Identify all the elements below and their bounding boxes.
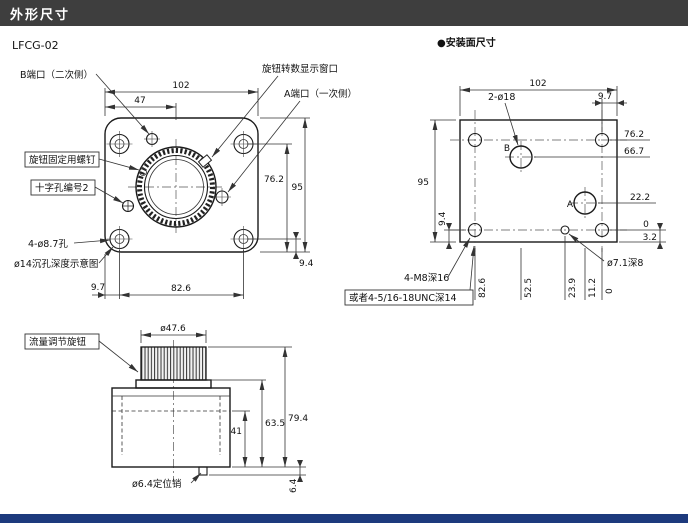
- page-title: 外形尺寸: [10, 7, 71, 23]
- side-view-callouts: 流量调节旋钮 ø6.4定位销: [24, 333, 202, 490]
- callout-counterbore: ø14沉孔深度示意图: [14, 258, 98, 270]
- callout-knob-window: 旋钮转数显示窗口: [262, 63, 338, 75]
- callout-locating-pin: ø6.4定位销: [132, 478, 182, 490]
- port-a-feature: [213, 188, 231, 206]
- callout-port-b: B端口（二次侧）: [20, 69, 93, 81]
- front-view-dimensions: 102 47 95 76.2 9.4 8: [91, 81, 314, 299]
- dim-front-9-7: 9.7: [91, 283, 105, 293]
- tap-hole-bottom-left: [467, 222, 483, 238]
- dim-front-76-2: 76.2: [264, 175, 284, 185]
- callout-knob-set-screw: 旋钮固定用螺钉: [29, 154, 96, 166]
- dim-front-47: 47: [134, 96, 145, 106]
- dim-mount-66-7: 66.7: [624, 147, 644, 157]
- callout-tap-holes: 4-M8深16: [404, 273, 449, 284]
- callout-tap-holes-alt: 或者4-5/16-18UNC深14: [349, 292, 457, 304]
- callout-cross-hole: 十字孔编号2: [35, 182, 89, 194]
- callout-port-a: A端口（一次侧）: [284, 88, 357, 100]
- dim-mount-76-2: 76.2: [624, 130, 644, 140]
- port-a-hole: [573, 191, 597, 215]
- dim-side-79-4: 79.4: [288, 414, 308, 424]
- dim-mount-9-7: 9.7: [598, 92, 612, 102]
- side-view-dimensions: ø47.6 41 63.5 79.4 6.4: [140, 324, 308, 493]
- callout-flow-knob: 流量调节旋钮: [29, 336, 87, 348]
- mounting-view-callouts: 2-ø18 4-M8深16 或者4-5/16-18UNC深14 ø7.1深8: [344, 92, 643, 306]
- dim-front-height: 95: [292, 183, 303, 193]
- front-view: 102 47 95 76.2 9.4 8: [14, 63, 357, 299]
- callout-mount-holes: 4-ø8.7孔: [28, 239, 68, 250]
- dim-mount-x-11-2: 11.2: [588, 278, 598, 298]
- bolt-hole-bottom-left: [106, 226, 133, 252]
- dim-knob-dia: ø47.6: [160, 324, 186, 334]
- bolt-hole-top-left: [106, 131, 133, 157]
- knob-side: [140, 346, 207, 381]
- dim-mount-x-23-9: 23.9: [568, 278, 578, 298]
- knob-set-screw-feature: [139, 168, 147, 176]
- tap-hole-bottom-right: [594, 222, 610, 238]
- cross-hole-feature: [121, 199, 135, 213]
- valve-body: [111, 387, 231, 468]
- port-b-hole: [509, 145, 533, 169]
- port-b-feature: [144, 131, 160, 147]
- dim-mount-height: 95: [418, 178, 429, 188]
- tap-hole-top-left: [467, 132, 483, 148]
- model-label: LFCG-02: [12, 39, 59, 52]
- front-view-callouts: B端口（二次侧） 旋钮转数显示窗口 A端口（一次侧） 旋钮固定用螺钉 十字孔编号…: [14, 63, 357, 270]
- dim-side-41: 41: [231, 427, 242, 437]
- dim-front-width: 102: [172, 81, 189, 91]
- port-a-letter: A: [567, 200, 574, 210]
- dim-side-63-5: 63.5: [265, 419, 285, 429]
- dim-mount-0: 0: [643, 220, 649, 230]
- locating-pin: [198, 466, 208, 476]
- side-view: ø47.6 41 63.5 79.4 6.4 流量调节旋钮: [24, 324, 308, 493]
- dim-front-82-6: 82.6: [171, 284, 191, 294]
- callout-pin-hole: ø7.1深8: [607, 258, 643, 269]
- footer-bar: [0, 514, 688, 523]
- bolt-hole-bottom-right: [230, 226, 257, 252]
- tap-hole-top-right: [594, 132, 610, 148]
- dim-mount-x-82-6: 82.6: [478, 278, 488, 298]
- callout-big-holes: 2-ø18: [488, 92, 515, 103]
- dim-mount-x-52-5: 52.5: [524, 278, 534, 298]
- dim-mount-x-0: 0: [605, 288, 615, 294]
- dim-mount-9-4: 9.4: [438, 211, 448, 226]
- mounting-view-dimensions: 102 9.7 95 9.4 76.2 66.7: [418, 79, 666, 300]
- pin-hole: [560, 225, 570, 235]
- header-bar: 外形尺寸: [0, 0, 688, 26]
- dim-front-9-4: 9.4: [299, 259, 314, 269]
- dim-mount-3-2: 3.2: [643, 233, 657, 243]
- mounting-section-label: ●安装面尺寸: [437, 36, 496, 49]
- knob-front: [128, 139, 224, 235]
- mounting-view: B A 102 9.7 95 9.4: [344, 79, 666, 306]
- dim-mount-22-2: 22.2: [630, 193, 650, 203]
- dim-pin-protrusion: 6.4: [289, 478, 299, 493]
- dim-mount-width: 102: [529, 79, 546, 89]
- port-b-letter: B: [504, 144, 510, 154]
- turns-display-window: [197, 154, 213, 168]
